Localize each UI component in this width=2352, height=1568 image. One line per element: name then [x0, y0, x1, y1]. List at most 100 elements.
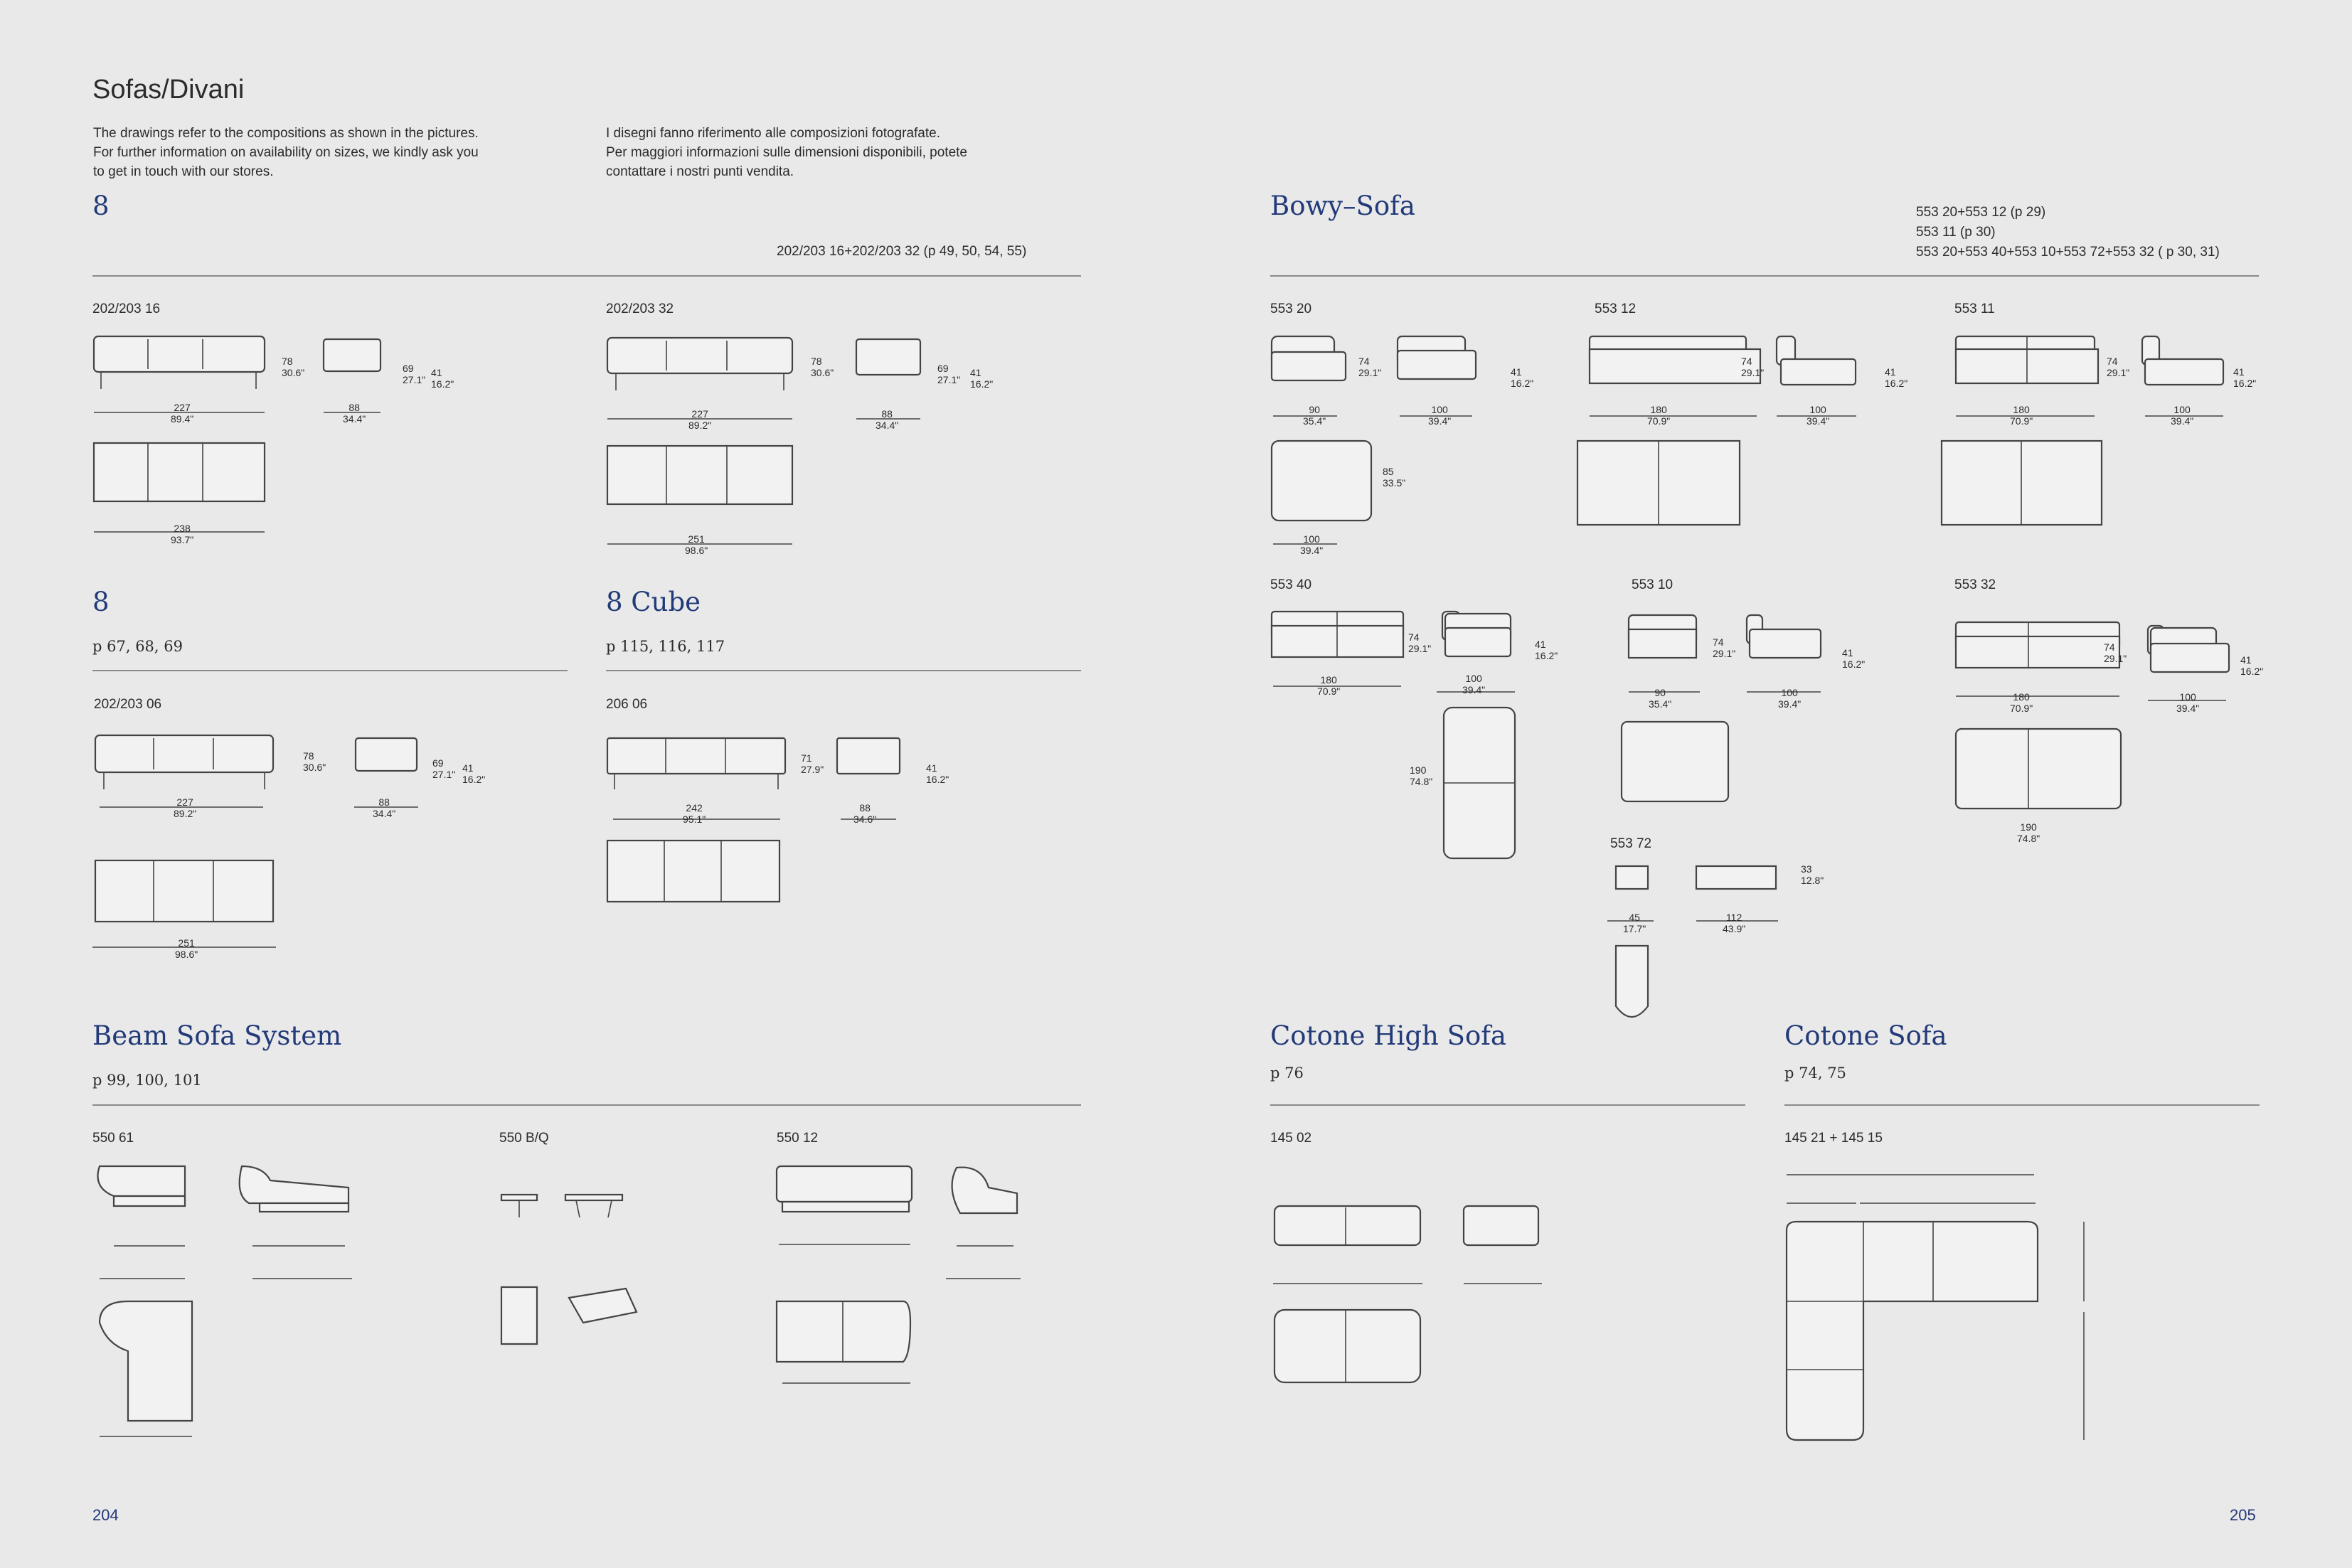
product-code: 553 40 — [1270, 577, 1312, 592]
product-code: 553 11 — [1954, 302, 1995, 316]
product-code: 550 61 — [92, 1131, 134, 1146]
section-title-beam: Beam Sofa System — [92, 1020, 342, 1051]
intro-english: The drawings refer to the compositions a… — [93, 126, 479, 179]
product-code: 145 02 — [1270, 1131, 1312, 1146]
section-pages: p 67, 68, 69 — [92, 638, 183, 655]
section-ref-8: 202/203 16+202/203 32 (p 49, 50, 54, 55) — [777, 244, 1027, 259]
drawing-145-21-145-15 — [1785, 1174, 2085, 1441]
section-pages: p 99, 100, 101 — [92, 1072, 202, 1089]
page-number-right: 205 — [2230, 1506, 2256, 1524]
product-code: 553 32 — [1954, 577, 1996, 592]
product-code: 553 20 — [1270, 302, 1312, 316]
section-title-8: 8 — [92, 191, 110, 221]
intro-italian: I disegni fanno riferimento alle composi… — [606, 126, 967, 179]
section-title-8-mid: 8 — [92, 587, 110, 617]
divider — [92, 670, 568, 671]
drawing-beam-set — [97, 1165, 1021, 1437]
product-code: 206 06 — [606, 697, 648, 712]
section-pages: p 76 — [1270, 1065, 1304, 1082]
product-code: 202/203 16 — [92, 302, 161, 316]
product-code: 145 21 + 145 15 — [1784, 1131, 1883, 1146]
section-title-cotone: Cotone Sofa — [1784, 1020, 1947, 1051]
page-title: Sofas/Divani — [92, 75, 245, 105]
product-code: 553 72 — [1610, 836, 1652, 851]
drawing-202-203-16 — [92, 335, 382, 533]
divider — [92, 275, 1081, 277]
product-code: 550 12 — [777, 1131, 819, 1146]
divider — [1270, 275, 2259, 277]
drawing-202-203-06 — [92, 734, 418, 948]
product-code: 553 12 — [1595, 302, 1637, 316]
divider — [606, 670, 1081, 671]
section-title-bowy: Bowy–Sofa — [1270, 191, 1415, 221]
product-code: 550 B/Q — [499, 1131, 549, 1146]
divider — [92, 1104, 1081, 1106]
product-code: 202/203 32 — [606, 302, 674, 316]
section-pages: p 115, 116, 117 — [606, 638, 725, 655]
drawing-bowy-set — [1270, 335, 2230, 1018]
drawing-145-02 — [1273, 1205, 1542, 1384]
drawing-202-203-32 — [606, 336, 922, 545]
section-pages: p 74, 75 — [1784, 1065, 1846, 1082]
drawing-206-06 — [606, 737, 901, 903]
product-code: 553 10 — [1632, 577, 1673, 592]
divider — [1784, 1104, 2260, 1106]
product-code: 202/203 06 — [94, 697, 162, 712]
section-title-cotone-high: Cotone High Sofa — [1270, 1020, 1506, 1051]
section-title-8-cube: 8 Cube — [606, 587, 701, 617]
section-refs-bowy: 553 20+553 12 (p 29) 553 11 (p 30) 553 2… — [1916, 205, 2220, 260]
page-number-left: 204 — [92, 1506, 119, 1524]
divider — [1270, 1104, 1745, 1106]
